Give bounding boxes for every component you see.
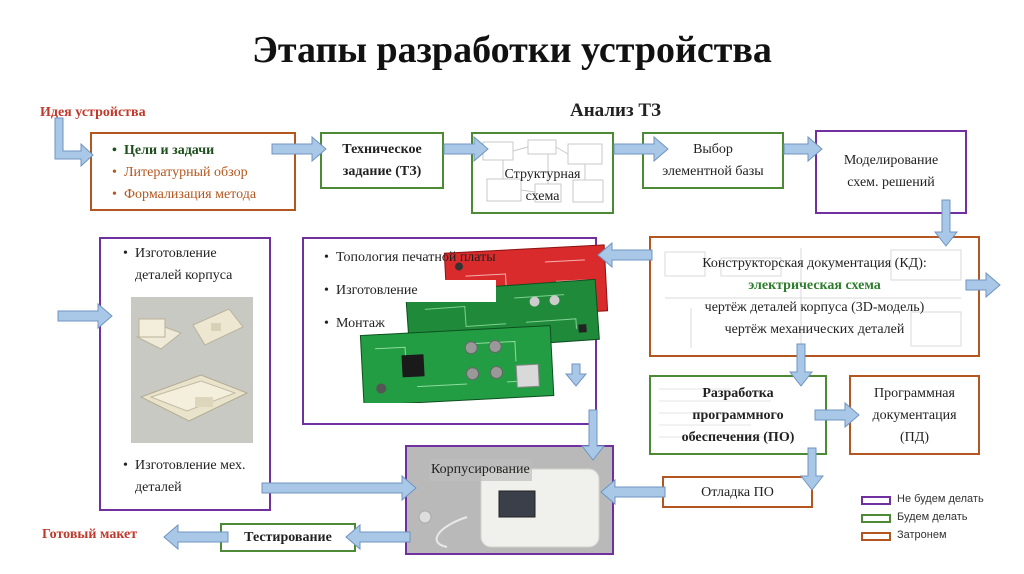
structural-scheme-box: Структурная схема xyxy=(471,132,614,214)
pcb-item-1: Топология печатной платы xyxy=(324,247,496,269)
program-documentation-box: Программная документация (ПД) xyxy=(849,375,980,455)
struct-line2: схема xyxy=(525,189,560,204)
element-line1: Выбор xyxy=(693,142,733,157)
arrow-modeling-to-kd xyxy=(933,199,959,247)
assembly-label: Корпусирование xyxy=(429,459,532,481)
housing-item-2-line1: Изготовление мех. xyxy=(135,458,246,473)
housing-item-1-line2: деталей корпуса xyxy=(135,268,233,283)
housing-item-1-line1: Изготовление xyxy=(135,246,217,261)
idea-label: Идея устройства xyxy=(40,105,146,120)
arrow-goals-to-tz xyxy=(271,135,327,163)
software-line1: Разработка xyxy=(702,386,774,401)
tz-line2: задание (ТЗ) xyxy=(342,164,422,179)
struct-line1: Структурная xyxy=(504,167,581,182)
arrow-software-to-debug xyxy=(799,447,825,491)
pcb-item-2: Изготовление xyxy=(324,280,496,302)
software-line3: обеспечения (ПО) xyxy=(681,430,795,445)
arrow-kd-out xyxy=(965,271,1001,299)
goals-box: Цели и задачи Литературный обзор Формали… xyxy=(90,132,296,211)
testing-box: Тестирование xyxy=(220,523,356,552)
arrow-kd-to-pcb xyxy=(597,241,653,269)
pcb-item-3: Монтаж xyxy=(324,313,496,335)
pd-line3: (ПД) xyxy=(900,430,929,445)
pd-line1: Программная xyxy=(874,386,955,401)
enclosure-assembly-box: Корпусирование xyxy=(405,445,614,555)
housing-item-1: Изготовление деталей корпуса xyxy=(123,243,233,287)
arrow-element-to-modeling xyxy=(783,135,823,163)
legend-swatch-not-doing xyxy=(861,496,891,505)
pcb-box: Топология печатной платы Изготовление Мо… xyxy=(302,237,609,425)
arrow-pcb-stack xyxy=(564,363,588,387)
arrow-assembly-to-testing xyxy=(345,523,411,551)
arrow-tz-to-struct xyxy=(443,135,489,163)
arrow-struct-to-element xyxy=(613,135,669,163)
analysis-label: Анализ ТЗ xyxy=(570,100,662,121)
arrow-pcb-to-assembly xyxy=(580,409,606,461)
goals-item-2: Литературный обзор xyxy=(112,162,290,184)
page-title: Этапы разработки устройства xyxy=(252,29,772,71)
code-background-icon xyxy=(659,388,791,438)
drawing-background-icon xyxy=(664,248,962,348)
legend-swatch-doing xyxy=(861,514,891,523)
housing-parts-photo xyxy=(131,297,253,443)
element-line2: элементной базы xyxy=(662,164,764,179)
housing-item-2: Изготовление мех. деталей xyxy=(123,455,246,499)
arrow-into-housing xyxy=(57,302,113,330)
legend-label-doing: Будем делать xyxy=(897,511,968,523)
software-debugging-box: Отладка ПО xyxy=(662,476,813,508)
arrow-idea-to-goals xyxy=(54,117,94,168)
element-base-box: Выбор элементной базы xyxy=(642,132,784,189)
tz-line1: Техническое xyxy=(342,142,422,157)
arrow-housing-to-assembly xyxy=(261,474,417,502)
kd-line3: чертёж деталей корпуса (3D-модель) xyxy=(704,300,925,315)
goals-item-1: Цели и задачи xyxy=(112,140,290,162)
tz-box: Техническое задание (ТЗ) xyxy=(320,132,444,189)
final-label: Готовый макет xyxy=(42,527,138,542)
arrow-debug-to-assembly xyxy=(600,478,666,506)
kd-line2: электрическая схема xyxy=(748,278,881,293)
modeling-line1: Моделирование xyxy=(843,153,939,168)
kd-line4: чертёж механических деталей xyxy=(724,322,905,337)
kd-line1: Конструкторская документация (КД): xyxy=(702,256,927,271)
arrow-testing-to-final xyxy=(163,523,229,551)
debug-label: Отладка ПО xyxy=(701,485,774,500)
software-line2: программного xyxy=(692,408,784,423)
goals-item-3: Формализация метода xyxy=(112,184,290,206)
housing-parts-box: Изготовление деталей корпуса Изготовление… xyxy=(99,237,271,511)
design-documentation-box: Конструкторская документация (КД): элект… xyxy=(649,236,980,357)
legend-swatch-touch xyxy=(861,532,891,541)
legend-label-touch: Затронем xyxy=(897,529,947,541)
modeling-line2: схем. решений xyxy=(847,175,935,190)
pd-line2: документация xyxy=(872,408,957,423)
arrow-kd-to-software xyxy=(788,343,814,387)
housing-item-2-line2: деталей xyxy=(135,480,182,495)
legend-label-not-doing: Не будем делать xyxy=(897,493,984,505)
arrow-software-to-pd xyxy=(814,401,860,429)
testing-label: Тестирование xyxy=(244,530,332,545)
